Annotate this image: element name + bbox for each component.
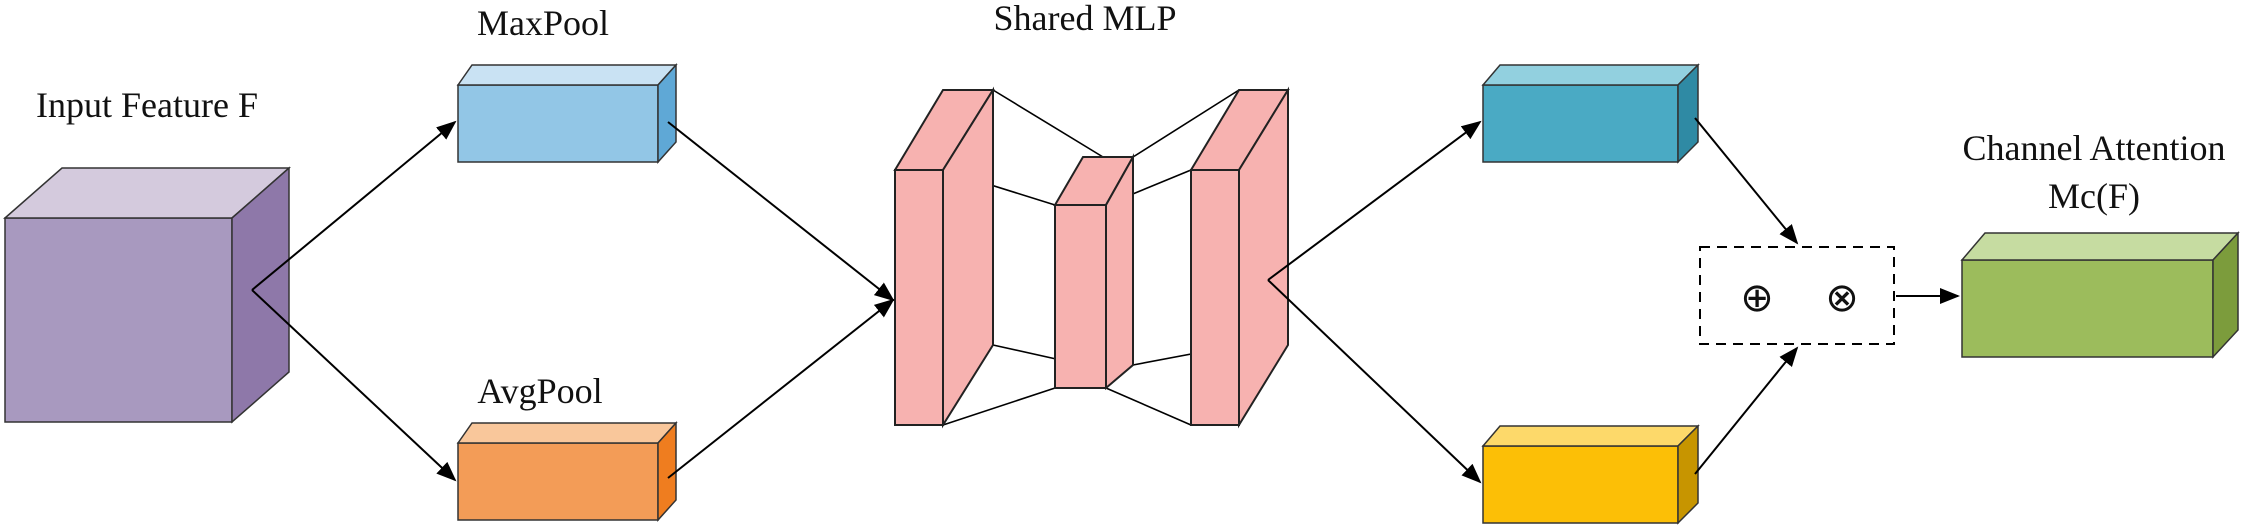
avgpool-block [456,421,678,522]
channel-attention-sublabel: Mc(F) [2048,176,2140,216]
maxpool-label: MaxPool [477,3,609,43]
operator-box [1699,246,1895,345]
arrow-input-to-avgpool [251,289,457,482]
input-feature-label: Input Feature F [36,85,258,125]
avg-branch-output-block [1481,424,1700,525]
arrow-avg-output-to-operator [1694,346,1799,475]
mlp-output-layer [1190,169,1240,426]
avgpool-label: AvgPool [477,371,602,411]
add-operator-icon: ⊕ [1740,275,1774,321]
arrow-avgpool-to-mlp [667,298,895,479]
channel-attention-block [1960,231,2240,359]
shared-mlp-label: Shared MLP [994,0,1177,38]
max-branch-output-block [1481,63,1700,164]
input-feature-cube [3,166,291,424]
multiply-operator-icon: ⊗ [1825,275,1859,321]
shared-mlp [893,86,1290,429]
arrow-input-to-maxpool [251,120,457,291]
arrow-mlp-to-max-output [1267,120,1482,281]
arrow-max-output-to-operator [1694,117,1799,245]
channel-attention-label: Channel Attention [1963,128,2226,168]
mlp-input-layer [894,169,944,426]
maxpool-block [456,63,678,164]
arrow-mlp-to-avg-output [1267,279,1482,484]
arrow-maxpool-to-mlp [667,121,895,302]
mlp-hidden-layer [1054,204,1107,389]
